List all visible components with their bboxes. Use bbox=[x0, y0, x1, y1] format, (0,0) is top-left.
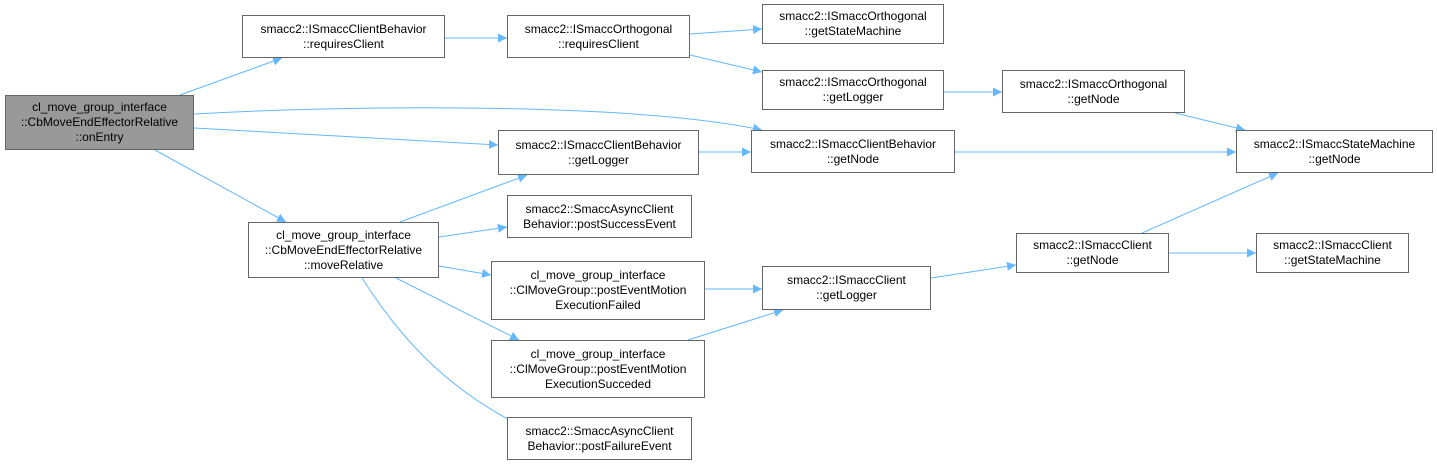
edge-client_getNode-to-sm_getNode bbox=[1141, 172, 1279, 234]
node-client-getlogger[interactable]: smacc2::ISmaccClient::getLogger bbox=[762, 266, 931, 310]
node-label-line: ::ClMoveGroup::postEventMotion bbox=[509, 361, 687, 376]
node-cb-getnode[interactable]: smacc2::ISmaccClientBehavior::getNode bbox=[751, 130, 955, 173]
edge-root-to-moveRelative bbox=[154, 149, 287, 223]
node-postfailed[interactable]: cl_move_group_interface::ClMoveGroup::po… bbox=[491, 261, 705, 320]
edge-orth_getNode-to-sm_getNode bbox=[1174, 112, 1246, 133]
node-label-line: ::getLogger bbox=[816, 288, 877, 302]
node-client-getstatemachine[interactable]: smacc2::ISmaccClient::getStateMachine bbox=[1256, 233, 1409, 273]
node-label-line: ::ClMoveGroup::postEventMotion bbox=[509, 283, 687, 297]
node-orth-requiresclient[interactable]: smacc2::ISmaccOrthogonal::requiresClient bbox=[507, 15, 690, 58]
node-label-line: smacc2::SmaccAsyncClient bbox=[525, 423, 674, 438]
edge-moveRelative-to-postFailed bbox=[438, 265, 492, 278]
edge-orth_requiresClient-to-orth_getStateMachine bbox=[689, 25, 763, 35]
node-label-line: smacc2::ISmaccClientBehavior bbox=[515, 137, 682, 152]
node-label-line: smacc2::ISmaccOrthogonal bbox=[524, 21, 673, 36]
node-label-line: Behavior::postFailureEvent bbox=[527, 438, 672, 453]
node-sm-getnode[interactable]: smacc2::ISmaccStateMachine::getNode bbox=[1236, 130, 1433, 173]
node-label-line: ::onEntry bbox=[75, 130, 124, 144]
edge-root-to-cb_getLogger bbox=[193, 127, 499, 149]
node-label-line: ::getNode bbox=[826, 151, 880, 166]
node-label-line: cl_move_group_interface bbox=[530, 268, 666, 282]
node-label-line: smacc2::ISmaccStateMachine bbox=[1253, 136, 1416, 151]
node-label-line: smacc2::ISmaccOrthogonal bbox=[779, 9, 927, 23]
node-label-line: ::moveRelative bbox=[303, 257, 384, 272]
edge-moveRelative-to-postSucceded bbox=[395, 277, 520, 341]
node-label-line: smacc2::ISmaccClientBehavior bbox=[769, 136, 937, 151]
node-cb-getlogger[interactable]: smacc2::ISmaccClientBehavior::getLogger bbox=[498, 130, 699, 175]
node-label-line: cl_move_group_interface bbox=[530, 346, 666, 361]
node-label-line: ExecutionFailed bbox=[555, 298, 641, 312]
node-cb-requiresclient[interactable]: smacc2::ISmaccClientBehavior::requiresCl… bbox=[242, 15, 445, 58]
node-label-line: ExecutionSucceded bbox=[544, 376, 652, 391]
edge-root-to-cb_getNode bbox=[193, 107, 763, 133]
node-label-line: cl_move_group_interface bbox=[32, 100, 167, 114]
node-orth-getlogger[interactable]: smacc2::ISmaccOrthogonal::getLogger bbox=[762, 70, 944, 110]
node-label-line: smacc2::ISmaccClient bbox=[1033, 238, 1152, 252]
node-label-line: ::getStateMachine bbox=[804, 24, 902, 38]
edge-moveRelative-to-cb_getLogger bbox=[399, 173, 528, 223]
edge-moveRelative-to-postSuccessEvent bbox=[438, 223, 508, 238]
node-label-line: ::CbMoveEndEffectorRelative bbox=[20, 115, 179, 129]
node-postsucceded[interactable]: cl_move_group_interface::ClMoveGroup::po… bbox=[491, 340, 705, 398]
node-label-line: ::getLogger bbox=[822, 90, 884, 104]
node-label-line: ::requiresClient bbox=[303, 36, 384, 51]
node-label-line: smacc2::ISmaccOrthogonal bbox=[1019, 76, 1168, 91]
node-client-getnode[interactable]: smacc2::ISmaccClient::getNode bbox=[1016, 233, 1169, 273]
edge-moveRelative-to-postFailureEvent bbox=[361, 277, 520, 426]
node-moverelative[interactable]: cl_move_group_interface::CbMoveEndEffect… bbox=[248, 222, 439, 278]
node-label-line: smacc2::ISmaccOrthogonal bbox=[779, 75, 927, 89]
node-root[interactable]: cl_move_group_interface::CbMoveEndEffect… bbox=[5, 95, 194, 150]
node-label-line: smacc2::ISmaccClient bbox=[1273, 238, 1392, 252]
node-label-line: ::getNode bbox=[1067, 91, 1120, 106]
node-label-line: smacc2::ISmaccClientBehavior bbox=[260, 21, 427, 36]
node-label-line: ::getLogger bbox=[568, 152, 629, 167]
node-orth-getnode[interactable]: smacc2::ISmaccOrthogonal::getNode bbox=[1002, 70, 1185, 113]
node-label-line: ::getNode bbox=[1066, 253, 1119, 267]
edge-client_getLogger-to-client_getNode bbox=[930, 261, 1017, 279]
node-label-line: smacc2::ISmaccClient bbox=[787, 273, 906, 287]
edge-postSucceded-to-client_getLogger bbox=[687, 308, 784, 341]
edge-root-to-cb_requiresClient bbox=[179, 56, 283, 96]
node-label-line: ::getStateMachine bbox=[1284, 253, 1381, 267]
node-label-line: cl_move_group_interface bbox=[276, 227, 411, 242]
node-label-line: ::requiresClient bbox=[558, 36, 639, 51]
node-orth-getstatemachine[interactable]: smacc2::ISmaccOrthogonal::getStateMachin… bbox=[762, 4, 944, 44]
node-label-line: Behavior::postSuccessEvent bbox=[523, 216, 676, 231]
node-label-line: ::CbMoveEndEffectorRelative bbox=[264, 242, 423, 257]
node-label-line: ::getNode bbox=[1308, 151, 1361, 166]
node-label-line: smacc2::SmaccAsyncClient bbox=[525, 201, 674, 216]
edge-orth_requiresClient-to-orth_getLogger bbox=[689, 54, 763, 75]
